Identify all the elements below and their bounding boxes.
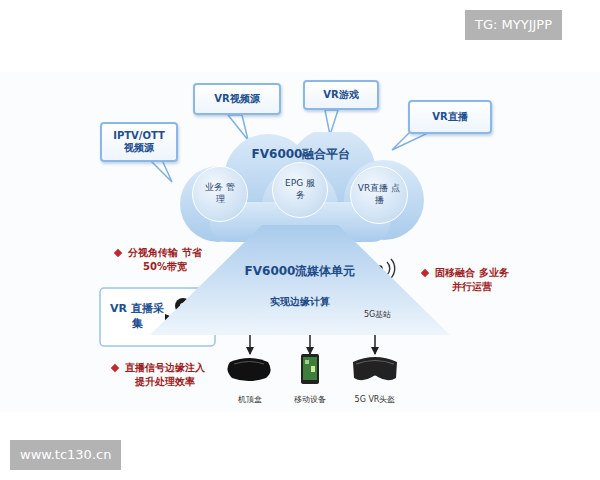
callout-tail: [228, 115, 248, 140]
service-text: VR直播 点播: [357, 183, 401, 206]
vr-headset-icon: [353, 357, 397, 380]
tower-label: 5G基站: [364, 310, 391, 321]
service-circle: 业务 管理: [192, 166, 248, 222]
feature-note: 固移融合 多业务并行运营: [432, 266, 512, 293]
service-text: EPG 服务: [284, 178, 316, 201]
terminal-device: 5G VR头盔: [343, 350, 407, 405]
service-text: 业务 管理: [204, 182, 236, 205]
source-callout: IPTV/OTT 视频源: [100, 122, 178, 162]
source-callout: VR直播: [408, 100, 492, 134]
platform-title: FV6000融合平台: [170, 146, 432, 163]
capture-text: VR 直播采集: [108, 302, 166, 332]
mountain-shape: [150, 225, 450, 335]
diamond-bullet: [421, 269, 429, 277]
callout-text: VR视频源: [214, 93, 259, 106]
unit-subtitle: 实现边缘计算: [150, 295, 450, 309]
feature-note: 直播信号边缘注入 提升处理效率: [122, 361, 208, 388]
service-circle: EPG 服务: [272, 162, 328, 218]
callout-text: VR游戏: [323, 89, 358, 102]
phone-icon: [301, 354, 319, 384]
terminal-device: 机顶盒: [222, 350, 278, 405]
diamond-bullet: [111, 364, 119, 372]
watermark: TG: MYYJJPP: [465, 10, 562, 40]
source-callout: VR视频源: [193, 83, 281, 115]
diamond-bullet: [114, 249, 122, 257]
source-callout: VR游戏: [303, 80, 379, 110]
picture-ground: [0, 72, 600, 412]
streaming-unit-mountain: FV6000流媒体单元实现边缘计算: [150, 225, 450, 335]
watermark: www.tc130.cn: [10, 440, 121, 470]
settop-box-icon: [227, 358, 270, 381]
feature-note: 分视角传输 节省50%带宽: [126, 246, 204, 273]
service-circle: VR直播 点播: [350, 166, 408, 224]
capture-box: VR 直播采集: [100, 288, 215, 346]
terminal-device: 移动设备: [282, 350, 338, 405]
callout-text: IPTV/OTT 视频源: [108, 130, 170, 155]
device-label: 5G VR头盔: [355, 394, 396, 405]
callout-tail: [150, 160, 172, 182]
device-label: 移动设备: [294, 394, 326, 405]
callout-text: VR直播: [432, 111, 467, 124]
device-label: 机顶盒: [238, 394, 262, 405]
unit-title: FV6000流媒体单元: [150, 263, 450, 280]
